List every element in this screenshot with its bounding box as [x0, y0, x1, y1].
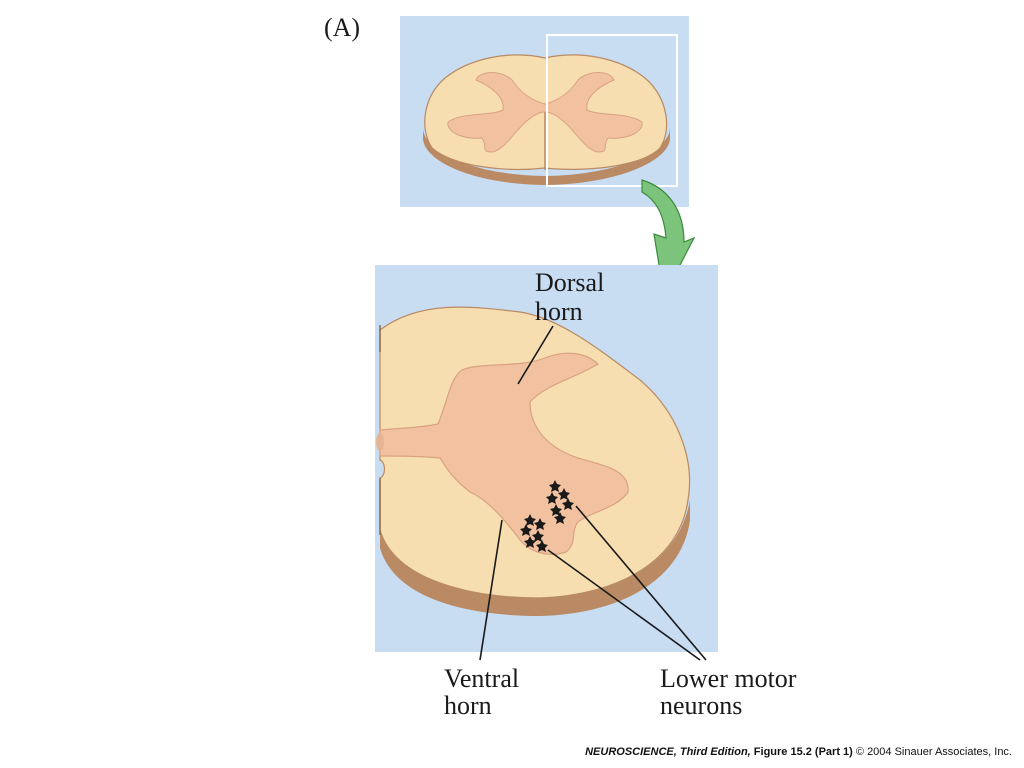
neuron-8 [534, 518, 546, 530]
neuron-6 [554, 512, 566, 524]
overview-gray-matter [447, 72, 643, 153]
neuron-7 [524, 514, 536, 526]
central-canal [376, 433, 384, 451]
neuron-10 [532, 530, 544, 542]
leader-motor-neurons-medial [547, 549, 701, 661]
credit-book: NEUROSCIENCE, Third Edition, [585, 746, 751, 758]
leader-ventral-horn [479, 519, 503, 661]
neuron-3 [546, 492, 558, 504]
enlarged-panel [375, 265, 718, 652]
label-lower-motor-neurons-line2: neurons [660, 691, 742, 720]
label-dorsal-horn-line2: horn [535, 297, 583, 326]
neuron-5 [550, 504, 562, 516]
panel-label: (A) [324, 13, 360, 42]
leader-motor-neurons-lateral [575, 505, 707, 661]
motor-neuron-cluster-lateral [546, 480, 574, 524]
overview-panel [400, 16, 689, 207]
motor-neuron-cluster-medial [520, 514, 548, 552]
figure-credit: NEUROSCIENCE, Third Edition, Figure 15.2… [0, 746, 1012, 758]
label-dorsal-horn-line1: Dorsal [535, 268, 604, 297]
label-ventral-horn-line1: Ventral [444, 664, 519, 693]
credit-figure: Figure 15.2 (Part 1) [753, 746, 853, 758]
enlarged-cord-edge [380, 500, 690, 616]
overview-selection-box [546, 34, 678, 187]
neuron-2 [558, 488, 570, 500]
neuron-12 [536, 540, 548, 552]
credit-copyright: © 2004 Sinauer Associates, Inc. [855, 746, 1012, 758]
label-lower-motor-neurons-line1: Lower motor [660, 664, 797, 693]
neuron-11 [524, 536, 536, 548]
neuron-9 [520, 524, 532, 536]
label-ventral-horn-line2: horn [444, 691, 492, 720]
neuron-1 [549, 480, 561, 492]
neuron-4 [562, 498, 574, 510]
overview-cord-edge [423, 128, 670, 185]
leader-dorsal-horn [517, 325, 554, 385]
